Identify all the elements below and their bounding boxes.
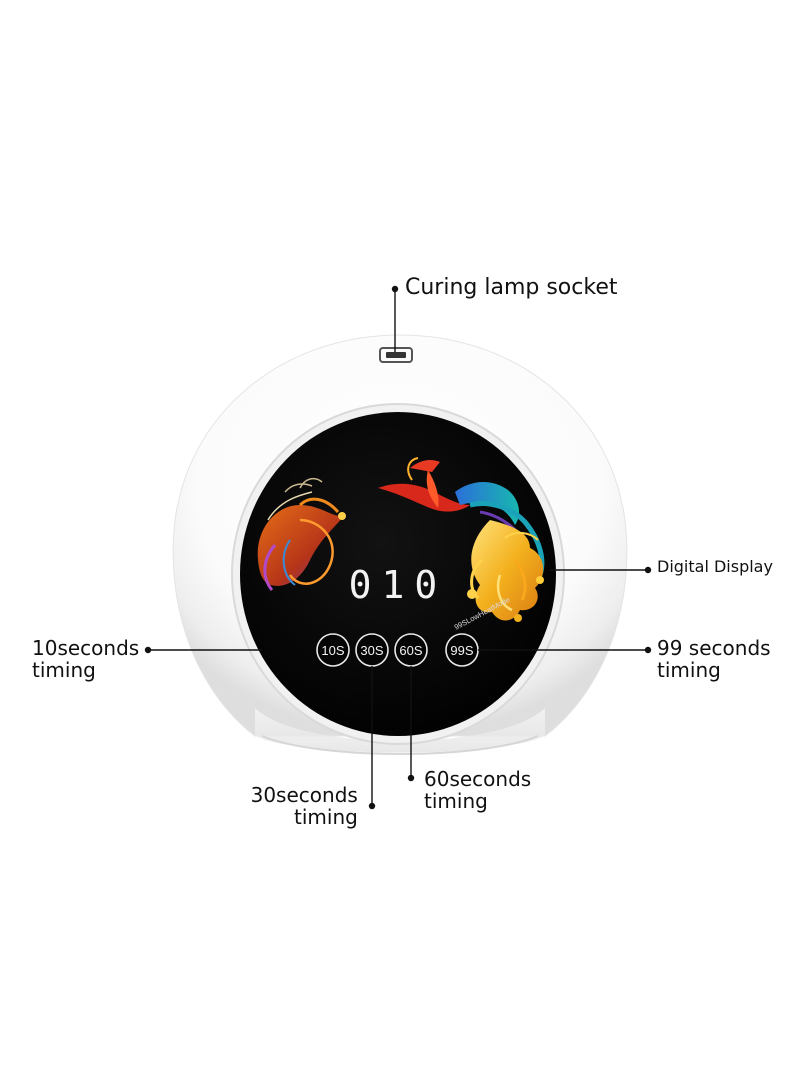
ninety-nine-seconds-line1: 99 seconds xyxy=(657,636,771,660)
thirty-seconds-line1: 30seconds xyxy=(250,783,358,807)
socket-dot xyxy=(391,285,399,293)
socket-callout: Curing lamp socket xyxy=(405,275,618,300)
ninety-nine-seconds-line2: timing xyxy=(657,658,721,683)
usb-socket-inner xyxy=(386,352,406,358)
sixty-seconds-callout: 60seconds timing xyxy=(424,768,531,813)
button-30s-label: 30S xyxy=(360,643,383,658)
button-60s[interactable]: 60S xyxy=(394,633,428,667)
lamp-base xyxy=(255,708,545,753)
sixty-seconds-line1: 60seconds xyxy=(424,767,532,791)
right-phoenix-icon xyxy=(378,457,545,622)
phoenix-artwork xyxy=(257,457,545,622)
ten-seconds-line2: timing xyxy=(32,658,96,683)
lamp-base-shadow xyxy=(261,735,539,755)
thirty-seconds-callout: 30seconds timing xyxy=(250,784,358,829)
display-callout: Digital Display xyxy=(657,557,773,576)
button-99s-label: 99S xyxy=(450,643,473,658)
button-10s[interactable]: 10S xyxy=(316,633,350,667)
display-readout: 010 xyxy=(349,563,448,607)
ten-seconds-callout: 10seconds timing xyxy=(32,637,139,682)
button-99s[interactable]: 99S xyxy=(445,633,479,667)
ninety-nine-dot xyxy=(644,646,652,654)
button-30s[interactable]: 30S xyxy=(355,633,389,667)
thirty-dot xyxy=(368,802,376,810)
sixty-dot xyxy=(407,774,415,782)
left-phoenix-icon xyxy=(257,477,346,591)
callout-dots xyxy=(144,285,652,810)
ten-seconds-line1: 10seconds xyxy=(32,636,140,660)
button-10s-label: 10S xyxy=(321,643,344,658)
ninety-nine-seconds-callout: 99 seconds timing xyxy=(657,637,771,682)
thirty-seconds-line2: timing xyxy=(294,805,358,830)
callout-lines xyxy=(148,289,648,806)
button-60s-label: 60S xyxy=(399,643,422,658)
display-dot xyxy=(644,566,652,574)
sixty-seconds-line2: timing xyxy=(424,789,488,814)
ten-dot xyxy=(144,646,152,654)
